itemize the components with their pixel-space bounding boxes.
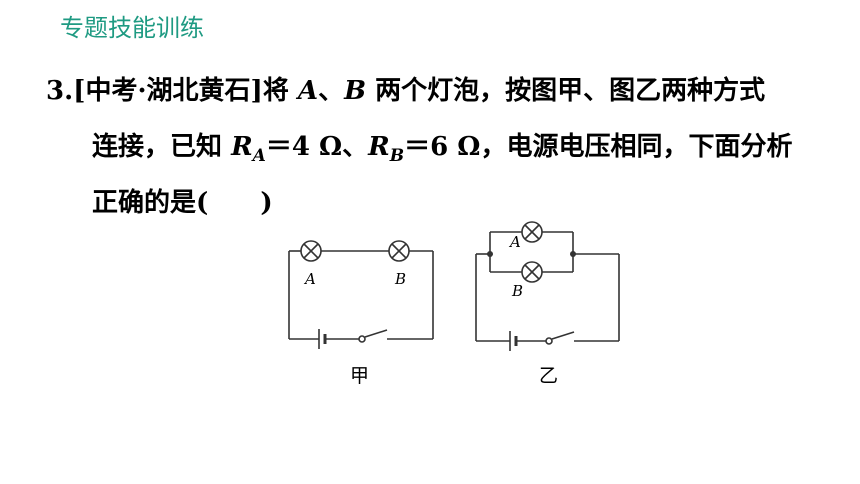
junction-dot-right (570, 251, 576, 257)
question-line-3: 正确的是() (92, 182, 273, 219)
question-line-2: 连接，已知 RA＝4 Ω、RB＝6 Ω，电源电压相同，下面分析 (92, 126, 792, 166)
question-number: 3 (46, 76, 65, 106)
question-line-1: 3.[中考·湖北黄石]将 A、B 两个灯泡，按图甲、图乙两种方式 (46, 70, 765, 107)
question-text-2: 两个灯泡，按图甲、图乙两种方式 (366, 76, 766, 106)
switch-blade (551, 331, 575, 340)
parallel-circuit-diagram (475, 221, 620, 351)
resistance-subscript-a: A (252, 146, 266, 167)
series-circuit-diagram (288, 240, 434, 349)
question-text-5: ) (260, 188, 273, 218)
question-text-3: 连接，已知 (92, 132, 232, 162)
bulb-a-name: A (297, 76, 319, 106)
fig2-label-a: A (508, 233, 521, 251)
separator: 、 (318, 76, 345, 106)
switch-pivot (545, 337, 553, 345)
lamp-b-icon (521, 261, 543, 283)
fig1-label-b: B (394, 270, 406, 288)
lamp-a-icon (300, 240, 322, 262)
resistance-subscript-b: B (389, 146, 405, 167)
lamp-a-icon (521, 221, 543, 243)
fig2-label-b: B (511, 282, 523, 300)
fig1-caption: 甲 (350, 365, 369, 387)
fig1-label-a: A (303, 270, 316, 288)
fig2-caption: 乙 (539, 365, 558, 387)
question-text-1: 将 (262, 76, 298, 106)
resistance-b-value: ＝6 Ω，电源电压相同，下面分析 (404, 132, 793, 162)
lamp-b-icon (388, 240, 410, 262)
question-number-dot: . (64, 76, 74, 106)
resistance-a-value: ＝4 Ω、 (265, 132, 369, 162)
bulb-b-name: B (344, 76, 367, 106)
switch-pivot (358, 335, 366, 343)
resistance-symbol-b: R (368, 132, 390, 162)
junction-dot-left (487, 251, 493, 257)
switch-blade (364, 329, 388, 338)
question-source: [中考·湖北黄石] (73, 76, 263, 106)
question-text-4: 正确的是( (92, 188, 209, 218)
section-header: 专题技能训练 (60, 14, 204, 42)
resistance-symbol-a: R (231, 132, 253, 162)
